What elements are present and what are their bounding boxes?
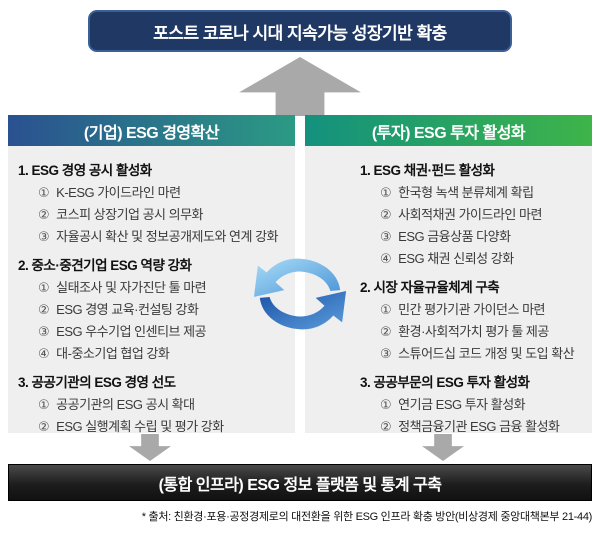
- list-item: ③ ESG 우수기업 인센티브 제공: [38, 324, 289, 340]
- item-text: 공공기관의 ESG 공시 확대: [56, 397, 195, 412]
- item-text: ESG 경영 교육·컨설팅 강화: [56, 302, 199, 317]
- panel-investment-title: (투자) ESG 투자 활성화: [371, 124, 526, 142]
- goal-banner-label: 포스트 코로나 시대 지속가능 성장기반 확충: [153, 23, 447, 43]
- item-bullet: ①: [380, 302, 392, 317]
- section-title: 1. ESG 경영 공시 활성화: [18, 163, 152, 178]
- item-bullet: ③: [38, 324, 50, 339]
- list-item: ① 한국형 녹색 분류체계 확립: [380, 185, 586, 201]
- list-item: ③ 스튜어드십 코드 개정 및 도입 확산: [380, 346, 586, 362]
- list-item: ② ESG 경영 교육·컨설팅 강화: [38, 302, 289, 318]
- list-item: ② 코스피 상장기업 공시 의무화: [38, 207, 289, 223]
- item-bullet: ①: [380, 397, 392, 412]
- item-text: K-ESG 가이드라인 마련: [56, 185, 181, 200]
- list-item: ② 환경·사회적가치 평가 툴 제공: [380, 324, 586, 340]
- item-bullet: ①: [38, 185, 50, 200]
- item-text: 코스피 상장기업 공시 의무화: [56, 207, 204, 222]
- list-item: ④ ESG 채권 신뢰성 강화: [380, 251, 586, 267]
- down-arrow-icon-right: [422, 434, 464, 461]
- item-bullet: ①: [380, 185, 392, 200]
- list-item: ① 실태조사 및 자가진단 툴 마련: [38, 280, 289, 296]
- item-text: 연기금 ESG 투자 활성화: [398, 397, 526, 412]
- goal-banner: 포스트 코로나 시대 지속가능 성장기반 확충: [88, 10, 512, 52]
- cycle-arrows-icon: [253, 258, 347, 330]
- panel-company-title: (기업) ESG 경영확산: [83, 124, 220, 142]
- item-bullet: ②: [380, 324, 392, 339]
- list-item: ② 사회적채권 가이드라인 마련: [380, 207, 586, 223]
- section-title: 3. 공공부문의 ESG 투자 활성화: [360, 375, 530, 390]
- list-item: ① 공공기관의 ESG 공시 확대: [38, 397, 289, 413]
- item-text: 사회적채권 가이드라인 마련: [398, 207, 542, 222]
- item-text: 실태조사 및 자가진단 툴 마련: [56, 280, 207, 295]
- item-text: 민간 평가기관 가이던스 마련: [398, 302, 546, 317]
- list-item: ③ ESG 금융상품 다양화: [380, 229, 586, 245]
- list-item: ③ 자율공시 확산 및 정보공개제도와 연계 강화: [38, 229, 289, 245]
- infra-banner: (통합 인프라) ESG 정보 플랫폼 및 통계 구축: [8, 464, 592, 501]
- item-text: ESG 채권 신뢰성 강화: [398, 251, 514, 266]
- section-title: 1. ESG 채권·펀드 활성화: [360, 163, 495, 178]
- item-text: ESG 실행계획 수립 및 평가 강화: [56, 419, 224, 434]
- list-item: ② 정책금융기관 ESG 금융 활성화: [380, 419, 586, 435]
- item-bullet: ④: [380, 251, 392, 266]
- list-item: ④ 대-중소기업 협업 강화: [38, 346, 289, 362]
- item-bullet: ①: [38, 397, 50, 412]
- item-text: 대-중소기업 협업 강화: [56, 346, 170, 361]
- panel-body-company: 1. ESG 경영 공시 활성화 ① K-ESG 가이드라인 마련 ② 코스피 상장기업…: [8, 146, 295, 435]
- panel-investment: (투자) ESG 투자 활성화 1. ESG 채권·펀드 활성화 ① 한국형 녹색 …: [305, 115, 592, 435]
- item-text: 한국형 녹색 분류체계 확립: [398, 185, 534, 200]
- item-bullet: ②: [380, 207, 392, 222]
- item-bullet: ③: [38, 229, 50, 244]
- item-text: 자율공시 확산 및 정보공개제도와 연계 강화: [56, 229, 278, 244]
- item-bullet: ②: [380, 419, 392, 434]
- panel-company-header: (기업) ESG 경영확산: [8, 115, 295, 146]
- section-title: 2. 시장 자율규율체계 구축: [360, 280, 500, 295]
- list-item: ① 연기금 ESG 투자 활성화: [380, 397, 586, 413]
- item-text: 정책금융기관 ESG 금융 활성화: [398, 419, 560, 434]
- down-arrow-icon-left: [129, 434, 171, 461]
- panel-company: (기업) ESG 경영확산 1. ESG 경영 공시 활성화 ① K-ESG 가이드…: [8, 115, 295, 435]
- list-item: ① K-ESG 가이드라인 마련: [38, 185, 289, 201]
- item-bullet: ②: [38, 419, 50, 434]
- item-bullet: ①: [38, 280, 50, 295]
- list-item: ② ESG 실행계획 수립 및 평가 강화: [38, 419, 289, 435]
- item-bullet: ④: [38, 346, 50, 361]
- item-text: 스튜어드십 코드 개정 및 도입 확산: [398, 346, 575, 361]
- panel-investment-header: (투자) ESG 투자 활성화: [305, 115, 592, 146]
- item-text: ESG 우수기업 인센티브 제공: [56, 324, 207, 339]
- infra-banner-label: (통합 인프라) ESG 정보 플랫폼 및 통계 구축: [158, 476, 442, 494]
- item-bullet: ③: [380, 346, 392, 361]
- item-bullet: ②: [38, 207, 50, 222]
- source-footnote: * 출처: 친환경·포용·공정경제로의 대전환을 위한 ESG 인프라 확충 방…: [141, 511, 593, 523]
- item-text: 환경·사회적가치 평가 툴 제공: [398, 324, 549, 339]
- item-bullet: ②: [38, 302, 50, 317]
- panel-body-investment: 1. ESG 채권·펀드 활성화 ① 한국형 녹색 분류체계 확립 ② 사회적채권 가이…: [305, 146, 592, 435]
- item-bullet: ③: [380, 229, 392, 244]
- section-title: 3. 공공기관의 ESG 경영 선도: [18, 375, 176, 390]
- list-item: ① 민간 평가기관 가이던스 마련: [380, 302, 586, 318]
- up-arrow-icon: [239, 57, 361, 116]
- section-title: 2. 중소·중견기업 ESG 역량 강화: [18, 258, 192, 273]
- item-text: ESG 금융상품 다양화: [398, 229, 511, 244]
